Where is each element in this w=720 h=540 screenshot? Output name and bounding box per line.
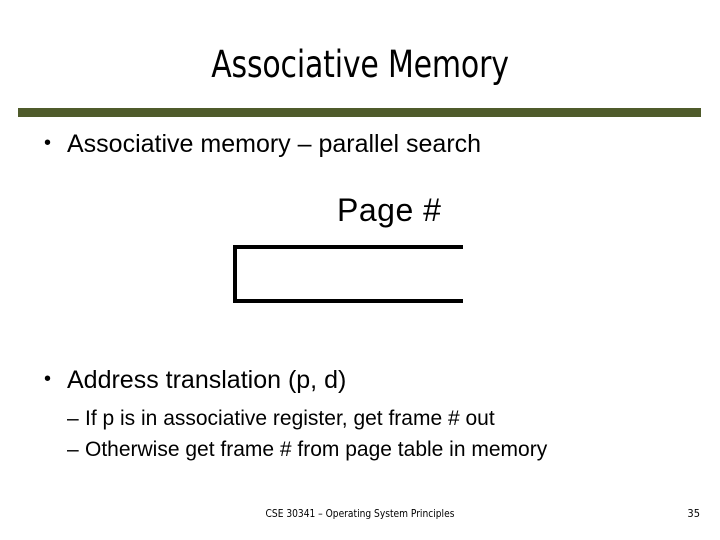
footer-course-label: CSE 30341 – Operating System Principles — [265, 507, 455, 520]
sub-bullet-item-if-p-in-register: – If p is in associative register, get f… — [67, 407, 495, 431]
slide-number-label: 35 — [687, 507, 700, 520]
associative-register-diagram: Page # — [233, 190, 463, 315]
diagram-label-page-number: Page # — [337, 192, 442, 228]
bullet-text: Associative memory – parallel search — [67, 130, 482, 158]
sub-bullet-text: If p is in associative register, get fra… — [85, 407, 495, 430]
bullet-dot-icon: • — [44, 132, 52, 154]
diagram-content: Page # — [233, 190, 463, 315]
bullet-item-address-translation: • Address translation (p, d) — [44, 366, 347, 395]
sub-bullet-text: Otherwise get frame # from page table in… — [85, 438, 548, 461]
sub-bullet-item-otherwise-page-table: – Otherwise get frame # from page table … — [67, 438, 547, 462]
page-title: Associative Memory — [211, 43, 509, 86]
diagram-table-outline — [233, 245, 463, 303]
bullet-item-associative-memory: • Associative memory – parallel search — [44, 130, 482, 159]
bullet-dot-icon: • — [44, 368, 52, 390]
bullet-text: Address translation (p, d) — [67, 366, 347, 394]
dash-marker-icon: – — [67, 438, 79, 461]
dash-marker-icon: – — [67, 407, 79, 430]
title-divider-rule — [18, 108, 701, 117]
